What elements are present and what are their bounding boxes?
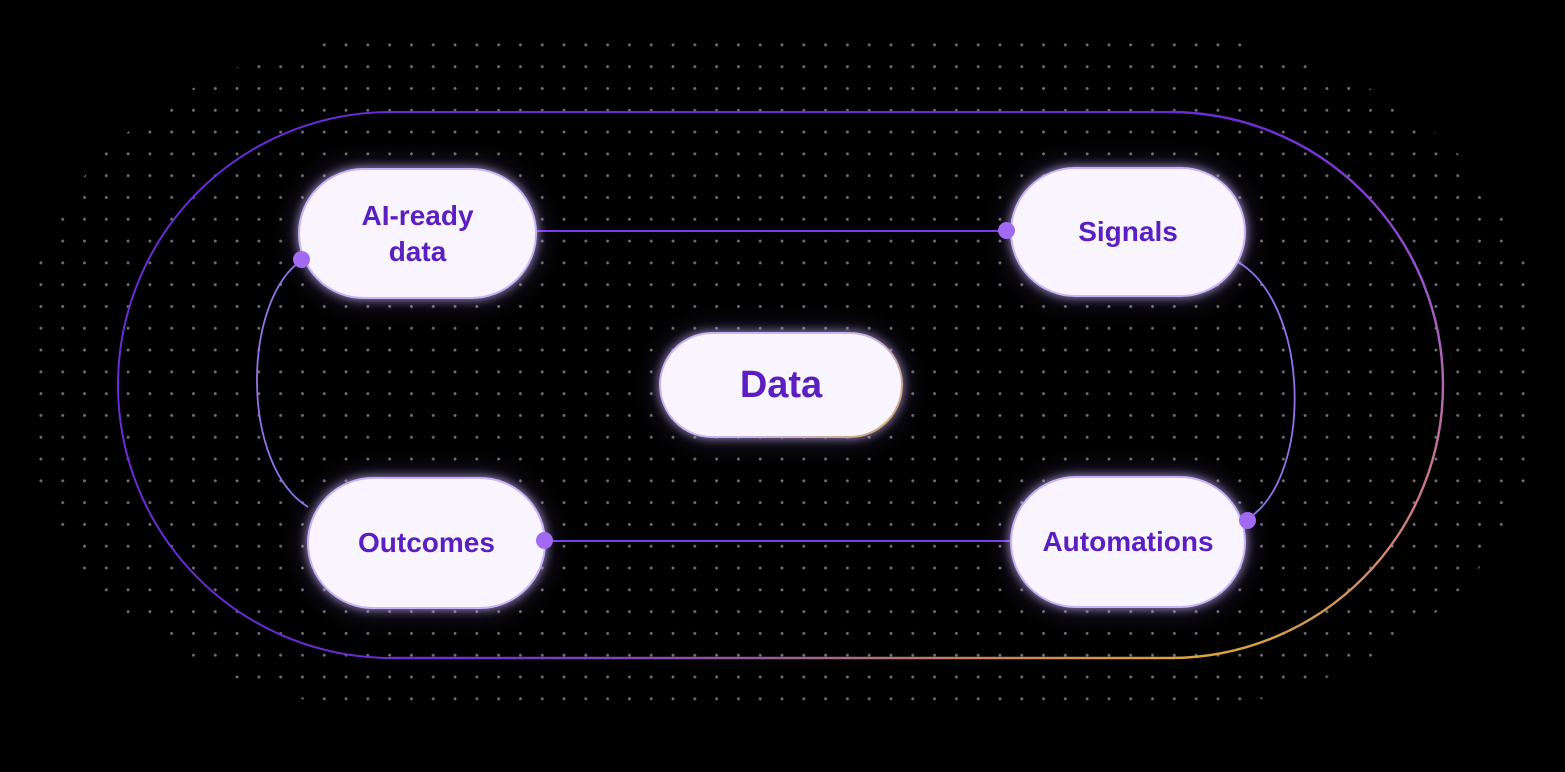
node-outcomes[interactable]: Outcomes (307, 477, 546, 609)
node-automations-label: Automations (1042, 526, 1214, 557)
node-ai-ready-data[interactable]: AI-ready data (298, 168, 537, 299)
edge-signals-to-automations (1237, 261, 1296, 519)
handle-ai-ready-data[interactable] (293, 251, 310, 268)
node-signals-label: Signals (1078, 216, 1178, 247)
node-ai-ready-data-label: AI-ready data (361, 199, 474, 267)
node-data[interactable]: Data (659, 332, 903, 438)
handle-signals[interactable] (998, 222, 1015, 239)
node-outcomes-label: Outcomes (358, 527, 495, 558)
node-signals[interactable]: Signals (1010, 167, 1246, 297)
handle-outcomes[interactable] (536, 532, 553, 549)
edge-aiready-to-outcomes (256, 259, 309, 508)
node-data-body: Data (661, 334, 901, 436)
outer-loop-edge-right-gradient (1169, 110, 1445, 660)
node-data-label: Data (739, 363, 823, 406)
handle-automations[interactable] (1239, 512, 1256, 529)
node-automations[interactable]: Automations (1010, 476, 1246, 608)
